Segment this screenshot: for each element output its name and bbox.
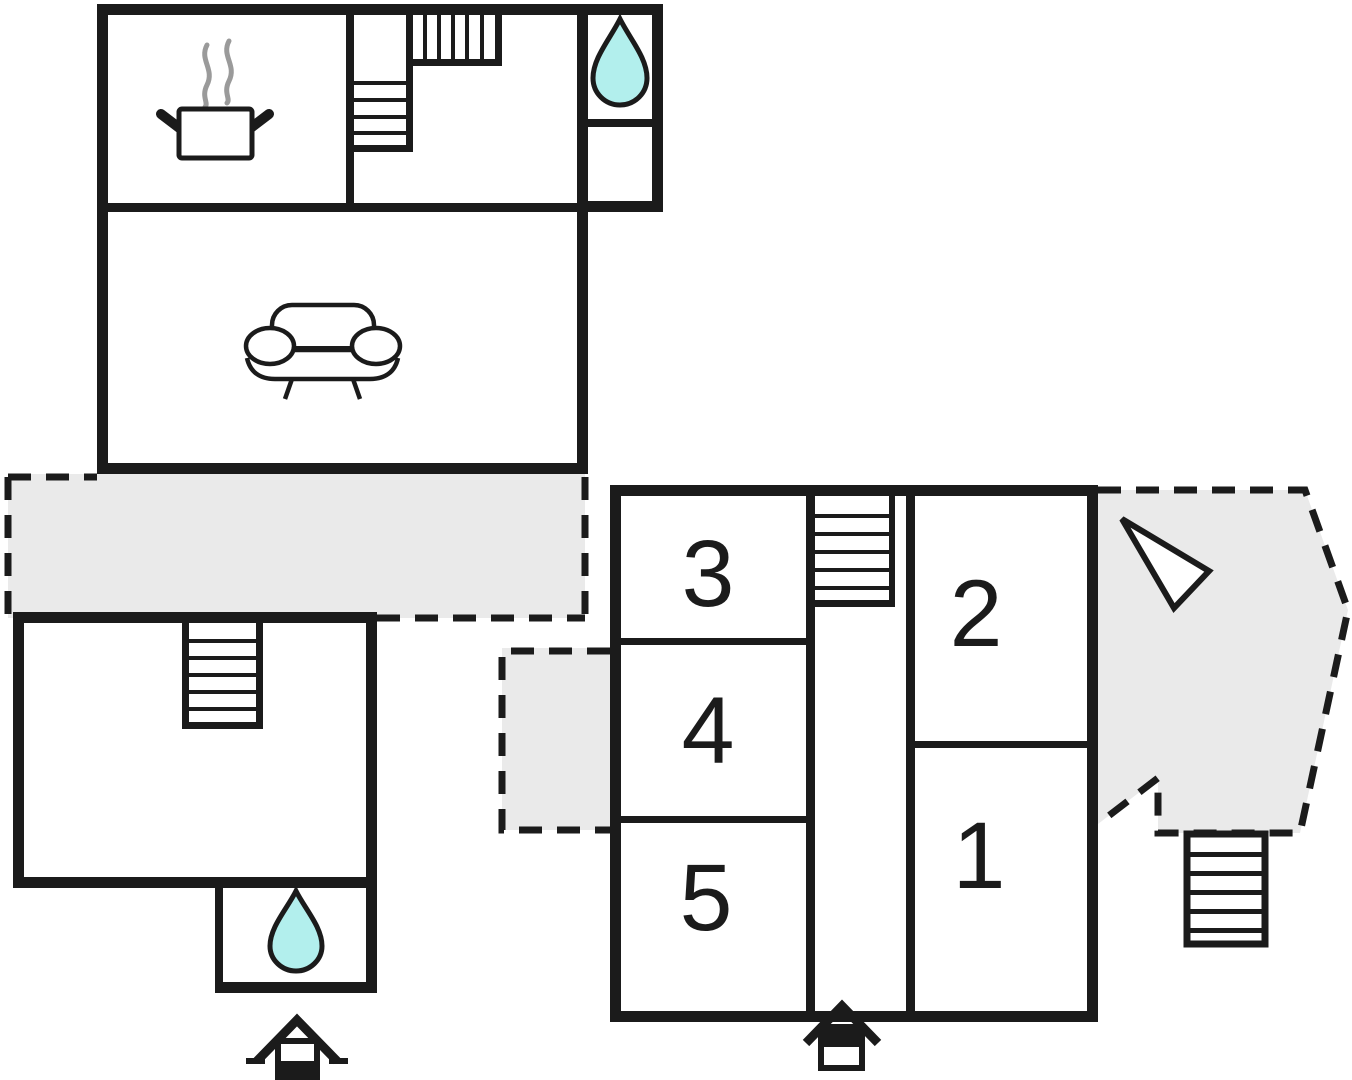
stair-edge: [406, 59, 502, 66]
wall-segment: [97, 4, 108, 474]
stair-tread: [354, 131, 406, 135]
wall-segment: [13, 612, 377, 623]
entrance-roof: [253, 1013, 341, 1065]
stair-tread: [354, 81, 406, 85]
steam-icon: [202, 38, 234, 110]
sofa-body: [244, 357, 401, 382]
room-label-5: 5: [680, 845, 733, 951]
stair-edge: [806, 600, 895, 607]
stair-tread: [189, 639, 256, 643]
pot-body: [176, 106, 255, 161]
wall-segment: [577, 201, 663, 212]
wall-segment: [97, 203, 588, 212]
room-label-3: 3: [682, 521, 735, 627]
wall-segment: [610, 485, 1098, 496]
wall-segment: [1087, 485, 1098, 1022]
water-drops: [267, 13, 650, 974]
stair-tread: [815, 532, 889, 536]
terrace-dashed-border: [1095, 486, 1352, 837]
wall-segment: [577, 4, 588, 474]
stair-edge: [256, 623, 263, 729]
outdoor-staircase-icon: [1190, 852, 1262, 933]
stair-edge: [495, 4, 502, 66]
stair-tread: [451, 10, 455, 59]
balcony-area: [502, 648, 610, 830]
stair-tread: [423, 10, 427, 59]
entrance-box-filled-half: [821, 1027, 862, 1047]
staircase-icon: [806, 490, 895, 607]
stair-tread: [189, 656, 256, 660]
sofa-armrest: [243, 325, 297, 367]
entrance-icon: [802, 999, 882, 1071]
stair-tread: [437, 10, 441, 59]
wall-segment: [621, 816, 806, 823]
stair-tread: [189, 673, 256, 677]
stair-tread: [354, 98, 406, 102]
wall-segment: [346, 4, 354, 212]
stair-tread: [480, 10, 484, 59]
stair-tread: [815, 514, 889, 518]
stair-tread: [1190, 852, 1262, 857]
room-label-1: 1: [953, 803, 1006, 909]
stair-edge: [346, 145, 413, 152]
steam-line: [202, 42, 212, 110]
wall-segment: [806, 490, 815, 1015]
wall-segment: [915, 741, 1087, 748]
water-drop-icon: [590, 13, 650, 108]
linework: [156, 13, 1269, 1080]
stair-tread: [1190, 928, 1262, 933]
cooking-pot-icon: [156, 38, 274, 161]
steam-line: [224, 38, 234, 106]
stair-tread: [1190, 871, 1262, 876]
stair-tread: [189, 690, 256, 694]
dashed-borders: [4, 473, 1352, 837]
sofa-leg: [282, 378, 295, 400]
sofa-icon: [243, 302, 403, 400]
wall-segment: [366, 612, 377, 993]
stair-tread: [815, 586, 889, 590]
room-label-4: 4: [682, 678, 735, 784]
stair-edge: [182, 722, 263, 729]
stair-tread: [1190, 909, 1262, 914]
wall-segment: [652, 4, 663, 212]
stair-edge: [889, 490, 895, 606]
staircase-icon: [346, 4, 502, 152]
room-labels: 3 4 5 2 1: [680, 521, 1006, 951]
sofa-leg: [350, 378, 363, 400]
water-drop-icon: [267, 885, 325, 974]
entrance-box-filled-half: [278, 1061, 317, 1080]
wall-segment: [906, 490, 915, 1015]
stair-tread: [815, 550, 889, 554]
stair-edge: [406, 4, 413, 152]
balcony-dashed-border: [498, 647, 610, 834]
wall-segment: [97, 4, 663, 15]
stair-tread: [815, 568, 889, 572]
stair-tread: [465, 10, 469, 59]
direction-arrow-icon: [1119, 516, 1214, 613]
wall-segment: [610, 485, 621, 1022]
wall-segment: [588, 119, 652, 127]
stair-tread: [354, 115, 406, 119]
wall-segment: [215, 888, 223, 988]
wall-segment: [13, 612, 24, 888]
wall-segment: [215, 982, 377, 993]
wall-segment: [13, 877, 377, 888]
outdoor-staircase-frame: [1183, 830, 1269, 948]
wall-segment: [97, 463, 588, 474]
sofa-armrest: [349, 325, 403, 367]
stair-edge: [182, 623, 189, 729]
stair-tread: [1190, 890, 1262, 895]
wall-segment: [621, 638, 806, 645]
stair-tread: [189, 707, 256, 711]
entrance-icon: [246, 1013, 348, 1080]
walkway-area: [8, 474, 585, 618]
staircase-icon: [182, 623, 263, 729]
room-label-2: 2: [950, 561, 1003, 667]
walkway-dashed-border: [4, 473, 589, 622]
outdoor-areas: [8, 474, 1348, 833]
